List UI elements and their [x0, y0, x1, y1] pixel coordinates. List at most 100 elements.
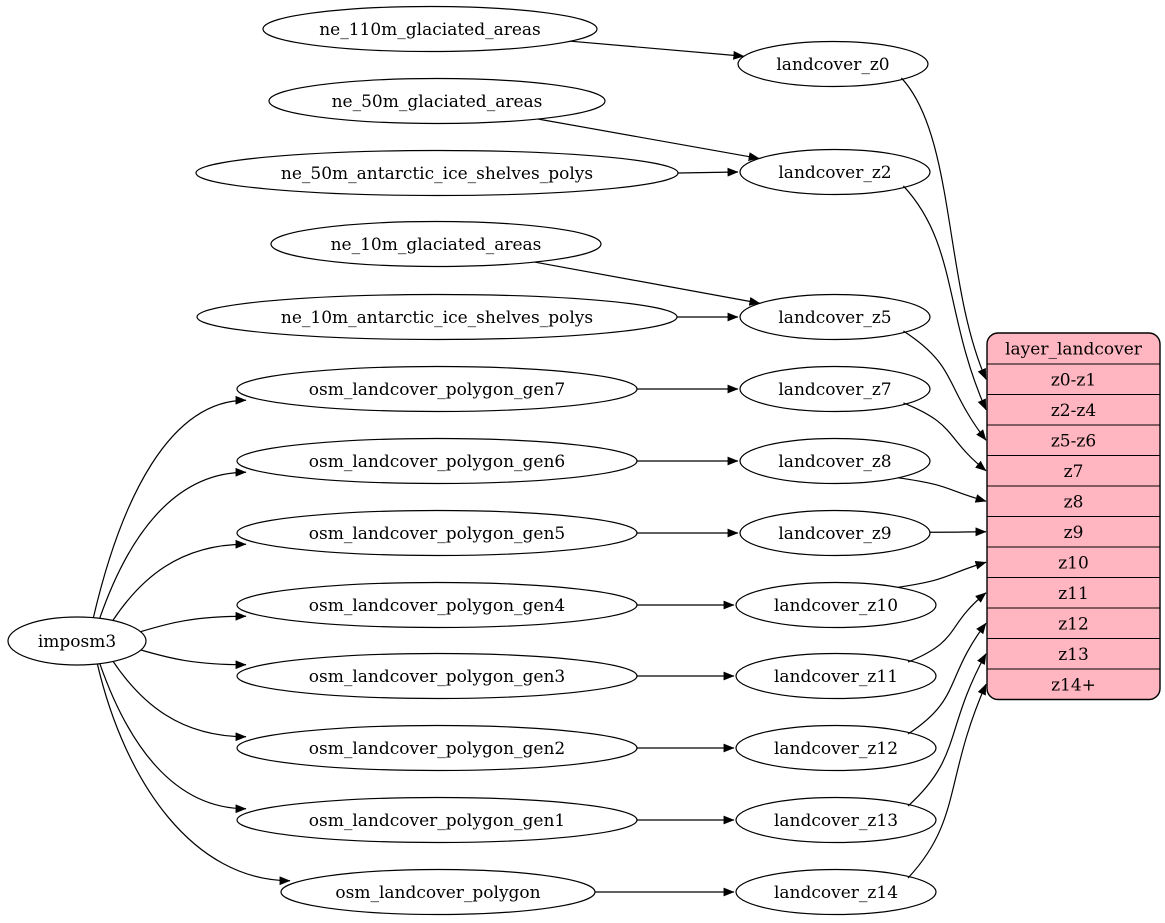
node-label: landcover_z0: [776, 55, 889, 75]
edge-landcover-z11-to-z11: [907, 592, 987, 663]
node-ellipse: [739, 509, 931, 557]
node-label: ne_50m_glaciated_areas: [332, 92, 543, 112]
table-row-label: z11: [1058, 584, 1089, 604]
node-ellipse: [739, 365, 931, 413]
node-ne-50m-glaciated-areas: ne_50m_glaciated_areas: [268, 77, 606, 125]
node-osm-landcover-polygon-gen7: osm_landcover_polygon_gen7: [236, 365, 638, 413]
node-ne-50m-antarctic-ice-shelves-polys: ne_50m_antarctic_ice_shelves_polys: [195, 149, 679, 197]
table-row-z5-z6: z5-z6: [1051, 431, 1096, 451]
table-row-label: z7: [1064, 462, 1084, 482]
edge-ne-50m-glaciated-areas-to-landcover-z2: [537, 118, 760, 161]
node-label: landcover_z13: [774, 811, 898, 831]
table-row-label: z10: [1058, 553, 1089, 573]
node-landcover-z10: landcover_z10: [735, 581, 937, 629]
node-label: osm_landcover_polygon_gen5: [309, 524, 565, 544]
node-ellipse: [739, 148, 931, 196]
node-ellipse: [735, 652, 937, 700]
table-layer-landcover: layer_landcover z0-z1 z2-z4 z5-z6 z7 z8 z9 z10 z…: [986, 332, 1161, 701]
node-label: ne_10m_antarctic_ice_shelves_polys: [281, 308, 593, 328]
node-osm-landcover-polygon-gen5: osm_landcover_polygon_gen5: [236, 509, 638, 557]
table-row-label: z12: [1058, 614, 1089, 634]
table-row-z8: z8: [1064, 492, 1084, 512]
table-row-z0-z1: z0-z1: [1051, 370, 1096, 390]
table-row-z14plus: z14+: [1051, 675, 1096, 695]
table-row-z12: z12: [1058, 614, 1089, 634]
node-label: landcover_z12: [774, 739, 898, 759]
edge-ne-10m-glaciated-areas-to-landcover-z5: [534, 261, 761, 306]
node-label: landcover_z7: [778, 380, 891, 400]
node-osm-landcover-polygon-gen1: osm_landcover_polygon_gen1: [236, 796, 638, 844]
node-landcover-z13: landcover_z13: [735, 796, 937, 844]
table-row-z13: z13: [1058, 645, 1089, 665]
node-label: landcover_z8: [778, 452, 891, 472]
edge-landcover-z7-to-z7: [903, 402, 987, 472]
node-ne-110m-glaciated-areas: ne_110m_glaciated_areas: [262, 5, 598, 53]
edge-imposm3-to-osm-landcover-polygon-gen5: [112, 539, 247, 621]
node-label: ne_110m_glaciated_areas: [319, 20, 541, 40]
node-label: osm_landcover_polygon_gen1: [309, 811, 565, 831]
node-label: landcover_z2: [778, 163, 891, 183]
node-label: osm_landcover_polygon_gen6: [309, 452, 565, 472]
edge-landcover-z10-to-z10: [897, 561, 987, 588]
table-row-z11: z11: [1058, 584, 1089, 604]
node-ellipse: [737, 40, 929, 88]
edge-imposm3-to-osm-landcover-polygon-gen1: [99, 663, 247, 814]
node-ellipse: [739, 437, 931, 485]
edge-landcover-z12-to-z12: [907, 622, 987, 735]
node-label: landcover_z9: [778, 524, 891, 544]
node-landcover-z0: landcover_z0: [737, 40, 929, 88]
edge-imposm3-to-osm-landcover-polygon: [96, 663, 291, 886]
table-row-label: z8: [1064, 492, 1084, 512]
table-row-z9: z9: [1064, 523, 1084, 543]
node-label: landcover_z5: [778, 308, 891, 328]
table-header-label: layer_landcover: [1005, 340, 1143, 360]
edge-imposm3-to-osm-landcover-polygon-gen2: [112, 661, 247, 742]
node-ellipse: [735, 724, 937, 772]
edge-ne-50m-antarctic-ice-shelves-polys-to-landcover-z2: [677, 167, 739, 177]
node-label: osm_landcover_polygon_gen3: [309, 667, 565, 687]
node-osm-landcover-polygon-gen2: osm_landcover_polygon_gen2: [236, 724, 638, 772]
node-ellipse: [268, 77, 606, 125]
node-landcover-z2: landcover_z2: [739, 148, 931, 196]
node-label: landcover_z10: [774, 596, 898, 616]
edge-landcover-z13-to-z13: [907, 653, 987, 807]
node-ellipse: [739, 293, 931, 341]
table-row-label: z0-z1: [1051, 370, 1096, 390]
node-osm-landcover-polygon-gen3: osm_landcover_polygon_gen3: [236, 652, 638, 700]
node-ellipse: [735, 581, 937, 629]
node-label: osm_landcover_polygon: [335, 883, 540, 903]
table-row-label: z14+: [1051, 675, 1096, 695]
node-landcover-z12: landcover_z12: [735, 724, 937, 772]
node-label: ne_50m_antarctic_ice_shelves_polys: [281, 164, 593, 184]
node-label: landcover_z14: [774, 883, 898, 903]
node-ellipse: [735, 868, 937, 916]
node-landcover-z8: landcover_z8: [739, 437, 931, 485]
node-landcover-z11: landcover_z11: [735, 652, 937, 700]
node-label: osm_landcover_polygon_gen2: [309, 739, 565, 759]
edge-landcover-z0-to-z0-z1: [900, 77, 987, 380]
node-label: ne_10m_glaciated_areas: [331, 235, 542, 255]
edge-ne-110m-glaciated-areas-to-landcover-z0: [570, 40, 745, 60]
node-osm-landcover-polygon: osm_landcover_polygon: [280, 868, 596, 916]
edge-landcover-z5-to-z5-z6: [903, 330, 987, 441]
edge-imposm3-to-osm-landcover-polygon-gen3: [140, 649, 247, 670]
edge-imposm3-to-osm-landcover-polygon-gen6: [99, 467, 247, 619]
node-ellipse: [262, 5, 598, 53]
node-landcover-z5: landcover_z5: [739, 293, 931, 341]
edge-landcover-z14-to-z14plus: [907, 683, 987, 879]
node-ellipse: [7, 616, 147, 666]
table-row-z2-z4: z2-z4: [1051, 401, 1096, 421]
node-landcover-z9: landcover_z9: [739, 509, 931, 557]
table-row-label: z2-z4: [1051, 401, 1096, 421]
edge-landcover-z2-to-z2-z4: [902, 185, 987, 411]
table-row-z10: z10: [1058, 553, 1089, 573]
node-landcover-z14: landcover_z14: [735, 868, 937, 916]
node-osm-landcover-polygon-gen4: osm_landcover_polygon_gen4: [236, 581, 638, 629]
node-ellipse: [270, 220, 602, 268]
node-osm-landcover-polygon-gen6: osm_landcover_polygon_gen6: [236, 437, 638, 485]
edge-imposm3-to-osm-landcover-polygon-gen4: [140, 611, 247, 633]
node-label: imposm3: [38, 632, 116, 652]
node-label: osm_landcover_polygon_gen7: [309, 380, 565, 400]
node-landcover-z7: landcover_z7: [739, 365, 931, 413]
